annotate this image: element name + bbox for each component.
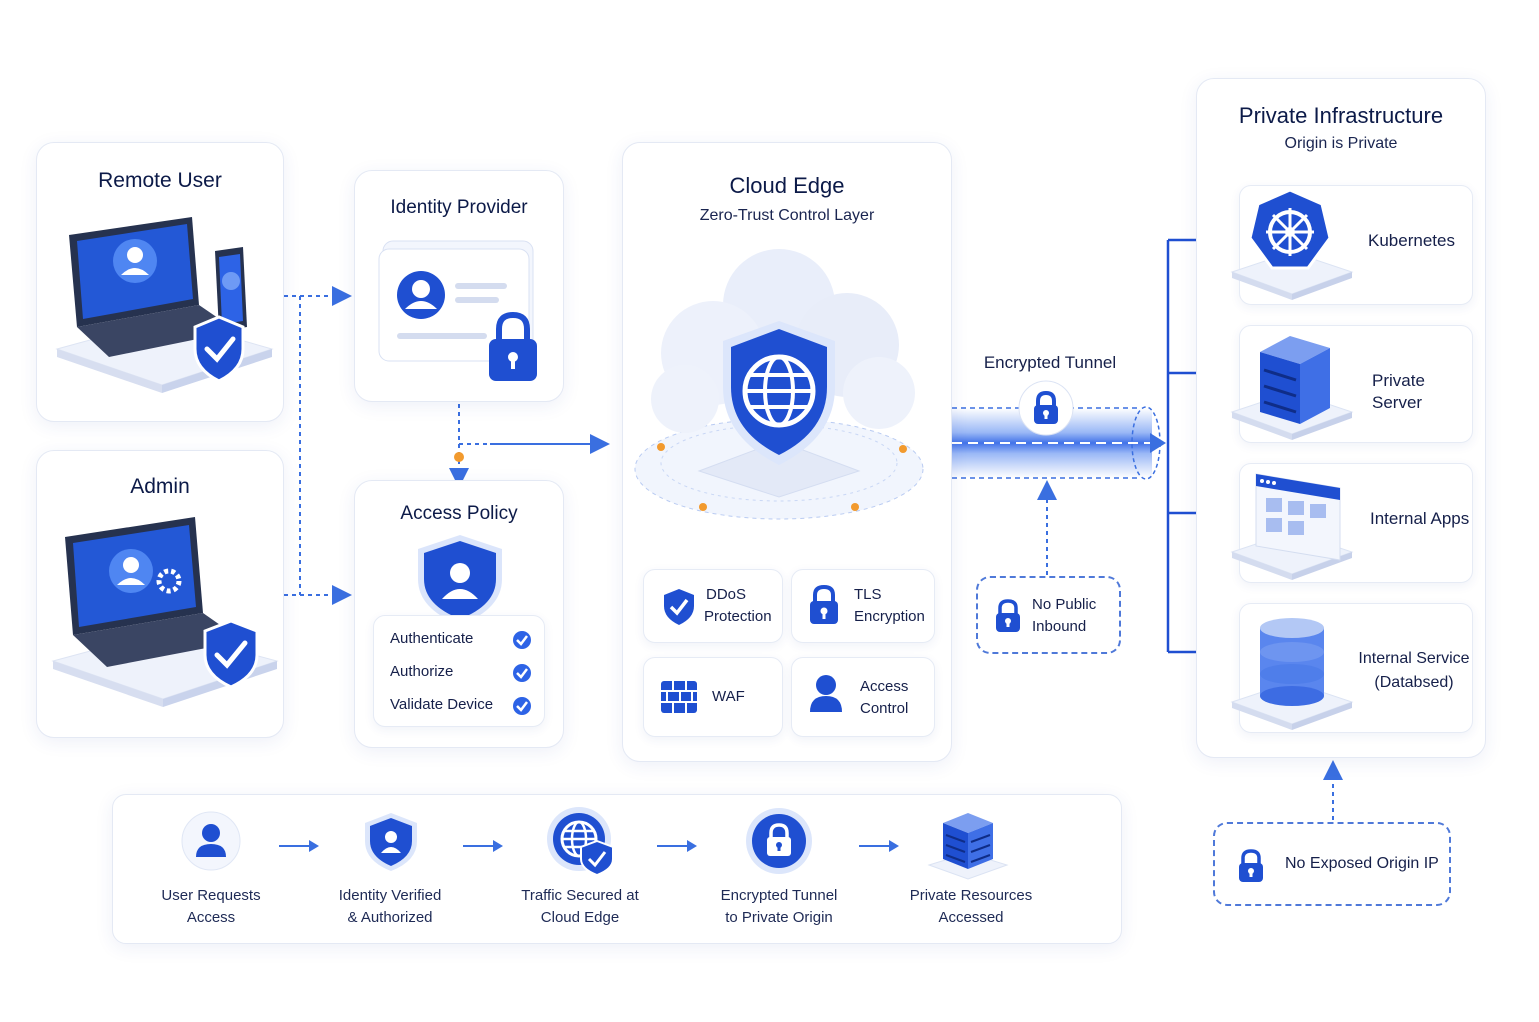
database-icon [1230,618,1354,730]
check-circle-icon [513,697,531,715]
flow-step-label: Traffic Secured at [521,887,639,904]
identity-provider-card: Identity Provider [354,170,564,402]
flow-step-label: to Private Origin [725,909,833,926]
private-infra-title: Private Infrastructure [1238,103,1444,128]
user-icon [810,675,842,712]
flow-step-label: Access [186,909,236,926]
remote-user-title: Remote User [98,169,222,192]
flow-step-label: User Requests [161,887,261,904]
laptop-phone-shield-icon [55,217,274,393]
feature-line1: Access [860,678,909,695]
feature-line1: DDoS [706,586,747,603]
admin-card: Admin [36,450,284,738]
shield-check-icon [664,589,694,625]
shield-user-icon [418,535,502,625]
check-row-authenticate: Authenticate [374,626,544,654]
infra-label: Private Server [1372,371,1425,412]
cloud-edge-subtitle: Zero-Trust Control Layer [699,207,875,224]
flow-step-label: & Authorized [347,909,433,926]
flow-strip: User Requests Access Identity Verified &… [112,794,1122,944]
flow-step-label: Cloud Edge [540,909,620,926]
private-infra-subtitle: Origin is Private [1284,135,1398,152]
check-row-authorize: Authorize [374,659,544,687]
globe-shield-icon [547,807,614,877]
infra-internal-service: Internal Service (Databsed) [1230,603,1473,733]
infra-label: Internal Apps [1370,509,1470,528]
arrow-right-icon [463,840,503,852]
no-public-inbound-box: No Public Inbound [976,576,1121,654]
kubernetes-icon [1230,188,1354,300]
encrypted-tunnel-label: Encrypted Tunnel [983,353,1117,372]
lock-icon [1239,849,1263,882]
feature-waf: WAF [643,657,783,737]
identity-provider-title: Identity Provider [390,197,528,218]
no-exposed-origin-box: No Exposed Origin IP [1213,822,1451,906]
check-row-validate-device: Validate Device [374,692,544,720]
check-circle-icon [513,631,531,649]
no-public-inbound-line1: No Public [1032,596,1097,613]
access-policy-checklist: Authenticate Authorize Validate Device [373,615,545,727]
server-icon [1230,336,1354,440]
feature-tls-encryption: TLS Encryption [791,569,935,643]
shield-user-icon [365,813,417,871]
check-label: Authenticate [390,630,474,647]
arrow-right-icon [279,840,319,852]
feature-line2: Encryption [854,608,925,625]
feature-ddos-protection: DDoS Protection [643,569,783,643]
infra-kubernetes: Kubernetes [1230,185,1473,305]
id-card-lock-icon [378,240,537,381]
server-stack-icon [927,813,1009,880]
infra-label: Kubernetes [1368,231,1455,250]
cloud-edge-card: Cloud Edge Zero-Trust Control Layer DDoS… [622,142,952,762]
remote-user-card: Remote User [36,142,284,422]
infra-label: Internal Service [1358,650,1470,667]
tunnel-lock-icon [1018,380,1074,436]
no-public-inbound-line2: Inbound [1032,618,1087,635]
arrow-right-icon [657,840,697,852]
private-infrastructure-card: Private Infrastructure Origin is Private… [1196,78,1486,758]
no-exposed-origin-label: No Exposed Origin IP [1285,855,1439,872]
check-label: Validate Device [390,696,494,713]
check-circle-icon [513,664,531,682]
app-window-icon [1230,473,1354,580]
flow-step-label: Encrypted Tunnel [720,887,838,904]
lock-icon [996,599,1020,632]
lock-icon [810,584,838,624]
infra-label-sub: (Databsed) [1374,674,1454,691]
firewall-icon [661,681,697,713]
feature-line2: Protection [704,608,772,625]
connector-dot [454,452,464,462]
flow-step-label: Private Resources [909,887,1033,904]
admin-title: Admin [130,475,190,498]
admin-laptop-shield-icon [51,517,279,707]
access-policy-title: Access Policy [400,503,518,524]
check-label: Authorize [390,663,454,680]
cloud-edge-title: Cloud Edge [729,173,845,198]
infra-internal-apps: Internal Apps [1230,463,1473,583]
access-policy-card: Access Policy Authenticate Authorize Val… [354,480,564,748]
lock-icon [746,808,812,874]
user-icon [181,811,241,871]
flow-step-label: Accessed [938,909,1004,926]
flow-step-label: Identity Verified [338,887,442,904]
feature-line2: Control [860,700,909,717]
feature-line1: WAF [712,688,745,705]
infra-private-server: Private Server [1230,325,1473,443]
feature-line1: TLS [854,586,882,603]
feature-access-control: Access Control [791,657,935,737]
cloud-shield-globe-icon [634,249,924,520]
arrow-right-icon [859,840,899,852]
